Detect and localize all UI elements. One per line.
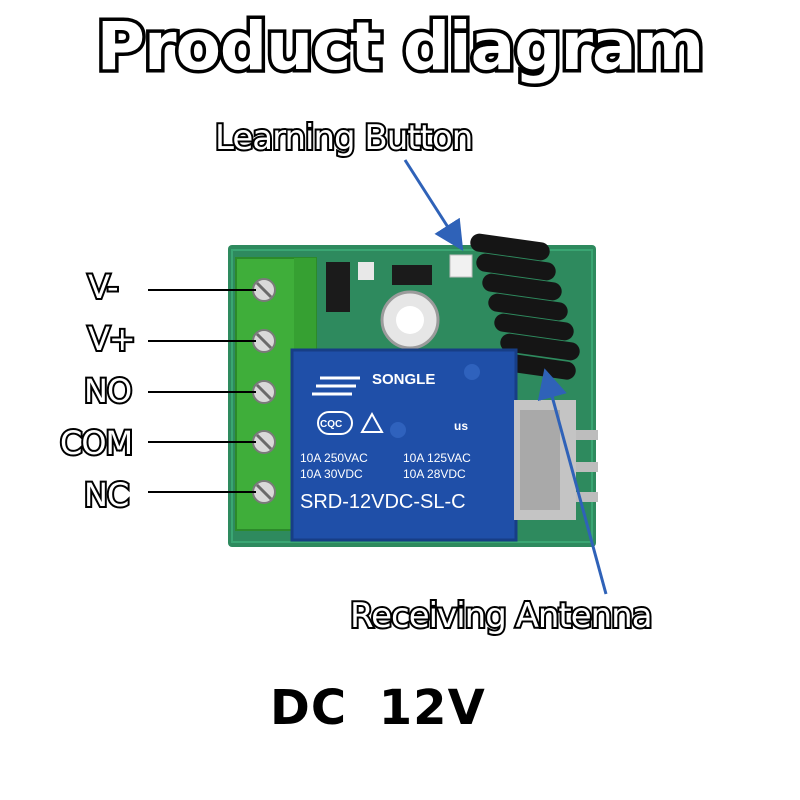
arrow-learning-button <box>403 159 464 252</box>
relay-rating-left-1: 10A 250VAC <box>300 451 368 465</box>
relay-rating-right-2: 10A 28VDC <box>403 467 466 481</box>
relay-rating-right-1: 10A 125VAC <box>403 451 471 465</box>
relay-brand: SONGLE <box>372 371 435 388</box>
relay-cert-right: us <box>454 419 468 433</box>
relay-rating-left-2: 10A 30VDC <box>300 467 363 481</box>
relay-cert-left: CQC <box>320 419 342 430</box>
terminal-label-v-plus: V+ <box>86 318 138 360</box>
relay-model: SRD-12VDC-SL-C <box>300 491 466 513</box>
receiving-antenna-callout: Receiving Antenna <box>348 594 655 638</box>
terminal-label-com: COM <box>58 422 135 464</box>
voltage-label: DC 12V <box>270 680 486 736</box>
arrow-receiving-antenna <box>537 368 608 595</box>
relay <box>290 348 518 542</box>
terminal-label-no: NO <box>82 370 134 412</box>
page-title: Product diagram <box>93 5 708 89</box>
learning-button-callout: Learning Button <box>213 116 475 160</box>
terminal-label-v-minus: V- <box>86 266 120 308</box>
terminal-label-nc: NC <box>82 474 131 516</box>
